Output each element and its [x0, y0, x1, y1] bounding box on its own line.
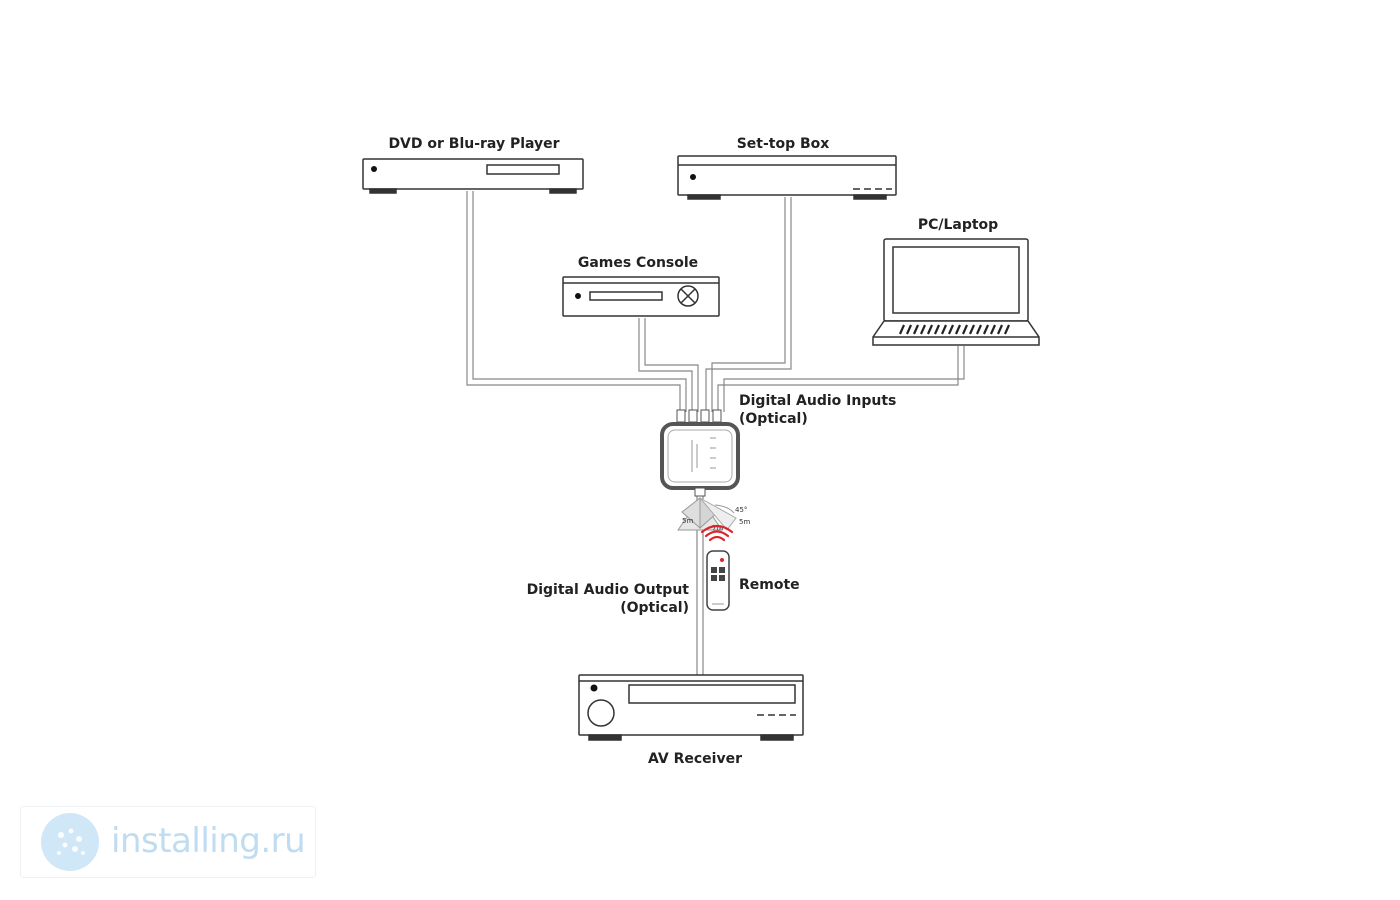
pc-laptop-label: PC/Laptop — [918, 217, 998, 233]
dvd-player-device — [362, 158, 584, 194]
range-left-label: 5m — [682, 517, 693, 525]
range-right-label: 5m — [739, 518, 750, 526]
site-logo-icon — [41, 813, 99, 871]
watermark: installing.ru — [20, 806, 316, 878]
games-console-label: Games Console — [578, 255, 698, 271]
remote-label: Remote — [739, 577, 800, 593]
remote-control — [700, 524, 734, 611]
watermark-text: installing.ru — [111, 821, 306, 861]
av-receiver-device — [578, 674, 804, 741]
dvd-player-label: DVD or Blu-ray Player — [388, 136, 559, 152]
set-top-box-label: Set-top Box — [737, 136, 830, 152]
ir-signal-icon — [700, 524, 734, 542]
inputs-label-line2: (Optical) — [739, 411, 808, 427]
output-label-line1: Digital Audio Output — [527, 582, 690, 598]
laptop-device — [872, 238, 1040, 346]
range-center-label: 7m — [712, 524, 723, 532]
inputs-label-line1: Digital Audio Inputs — [739, 393, 896, 409]
optical-cables — [466, 191, 965, 676]
set-top-box-device — [677, 155, 897, 200]
av-receiver-label: AV Receiver — [648, 751, 742, 767]
games-console-device — [562, 276, 720, 317]
angle-label: 45° — [735, 506, 747, 514]
optical-switch-device — [660, 409, 740, 497]
ir-coverage-cone — [677, 496, 737, 531]
output-label-line2: (Optical) — [620, 600, 689, 616]
